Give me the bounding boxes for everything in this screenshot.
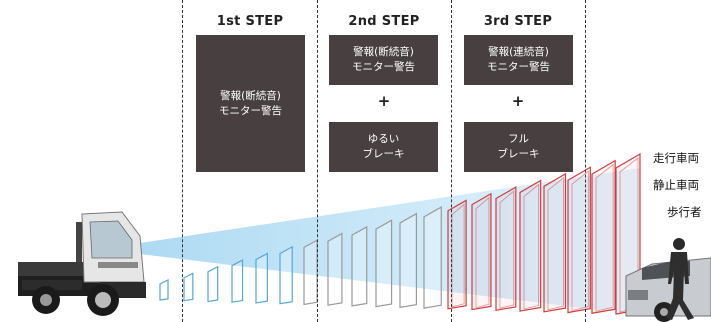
detection-frame-inner [499,190,515,309]
detection-frame [543,172,567,313]
step-1-alert-line-1: 警報(断続音) [220,89,281,102]
pedestrian-icon [666,238,694,320]
detection-frame [375,219,393,308]
step-2-brake-box: ゆるい ブレーキ [329,122,438,172]
detection-frame [423,206,442,309]
detection-frame [159,279,169,301]
detection-frame [207,265,219,303]
step-2-alert-box: 警報(断続音) モニター警告 [329,35,438,85]
detection-frame [327,232,343,306]
step-3-brake-box: フル ブレーキ [464,122,573,172]
truck-icon [18,211,146,316]
step-1-title: 1st STEP [216,14,284,29]
step-3-plus: + [511,92,525,110]
step-2-brake-line-2: ブレーキ [362,148,405,160]
detection-frame-inner [571,170,589,312]
divider-3 [451,0,452,322]
divider-2 [317,0,318,322]
divider-4 [585,0,586,322]
detection-frame [399,212,418,309]
step-3-brake-line-2: ブレーキ [497,148,540,160]
step-2-alert-line-2: モニター警告 [352,61,415,73]
detection-frame [255,252,268,304]
step-2-alert-line-1: 警報(断続音) [353,46,414,58]
target-label-pedestrian: 歩行者 [667,205,702,219]
detection-frame [183,272,194,302]
step-3-alert-line-2: モニター警告 [487,61,550,73]
detection-frame [495,186,517,312]
detection-frame-inner [451,203,465,308]
step-2-brake-line-1: ゆるい [367,133,400,145]
detection-frame [303,239,318,306]
target-label-moving-vehicle: 走行車両 [653,151,699,165]
step-3-alert-line-1: 警報(連続音) [488,46,549,58]
detection-frame-inner [595,163,614,312]
detection-frame [519,179,542,312]
detection-frame [231,259,244,303]
step-1-alert-box: 警報(断続音) モニター警告 [196,35,305,172]
detection-frame [591,159,616,314]
detection-frame-inner [475,196,490,309]
radar-beam [140,168,640,315]
step-3-brake-line-1: フル [508,133,529,145]
divider-1 [182,0,183,322]
detection-frame [447,199,467,310]
detection-frame-inner [547,177,564,311]
detection-frame-inner [523,183,540,310]
detection-frame [567,166,591,314]
step-3-alert-box: 警報(連続音) モニター警告 [464,35,573,85]
detection-frame [351,225,368,307]
detection-frame [279,245,293,305]
step-3-title: 3rd STEP [483,14,553,29]
step-1-alert-line-2: モニター警告 [219,104,282,117]
target-label-stationary-vehicle: 静止車両 [653,178,699,192]
step-2-title: 2nd STEP [348,14,420,29]
step-2-plus: + [377,92,391,110]
detection-frame [471,192,492,311]
